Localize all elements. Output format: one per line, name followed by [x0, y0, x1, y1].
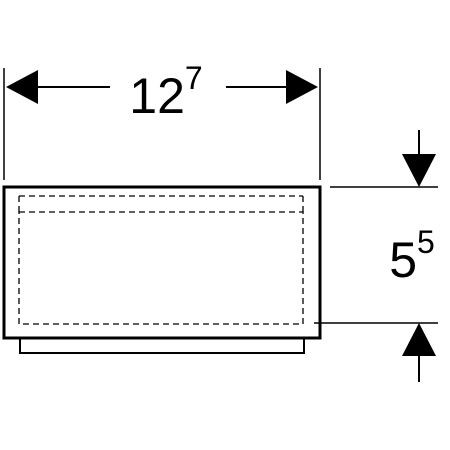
width-label: 127	[129, 60, 202, 124]
height-arrow-down-icon	[402, 154, 436, 187]
height-label-superscript: 5	[417, 224, 435, 260]
height-label-main: 5	[389, 232, 417, 288]
box-outline	[2, 185, 322, 340]
box-base	[19, 338, 305, 354]
width-label-main: 12	[129, 68, 185, 124]
box-hidden-inner-outline	[18, 211, 304, 325]
width-label-superscript: 7	[185, 60, 203, 96]
width-arrow-right-icon	[286, 70, 318, 104]
width-arrow-left-icon	[6, 70, 38, 104]
height-label: 55	[389, 224, 435, 288]
height-arrow-up-icon	[402, 323, 436, 356]
